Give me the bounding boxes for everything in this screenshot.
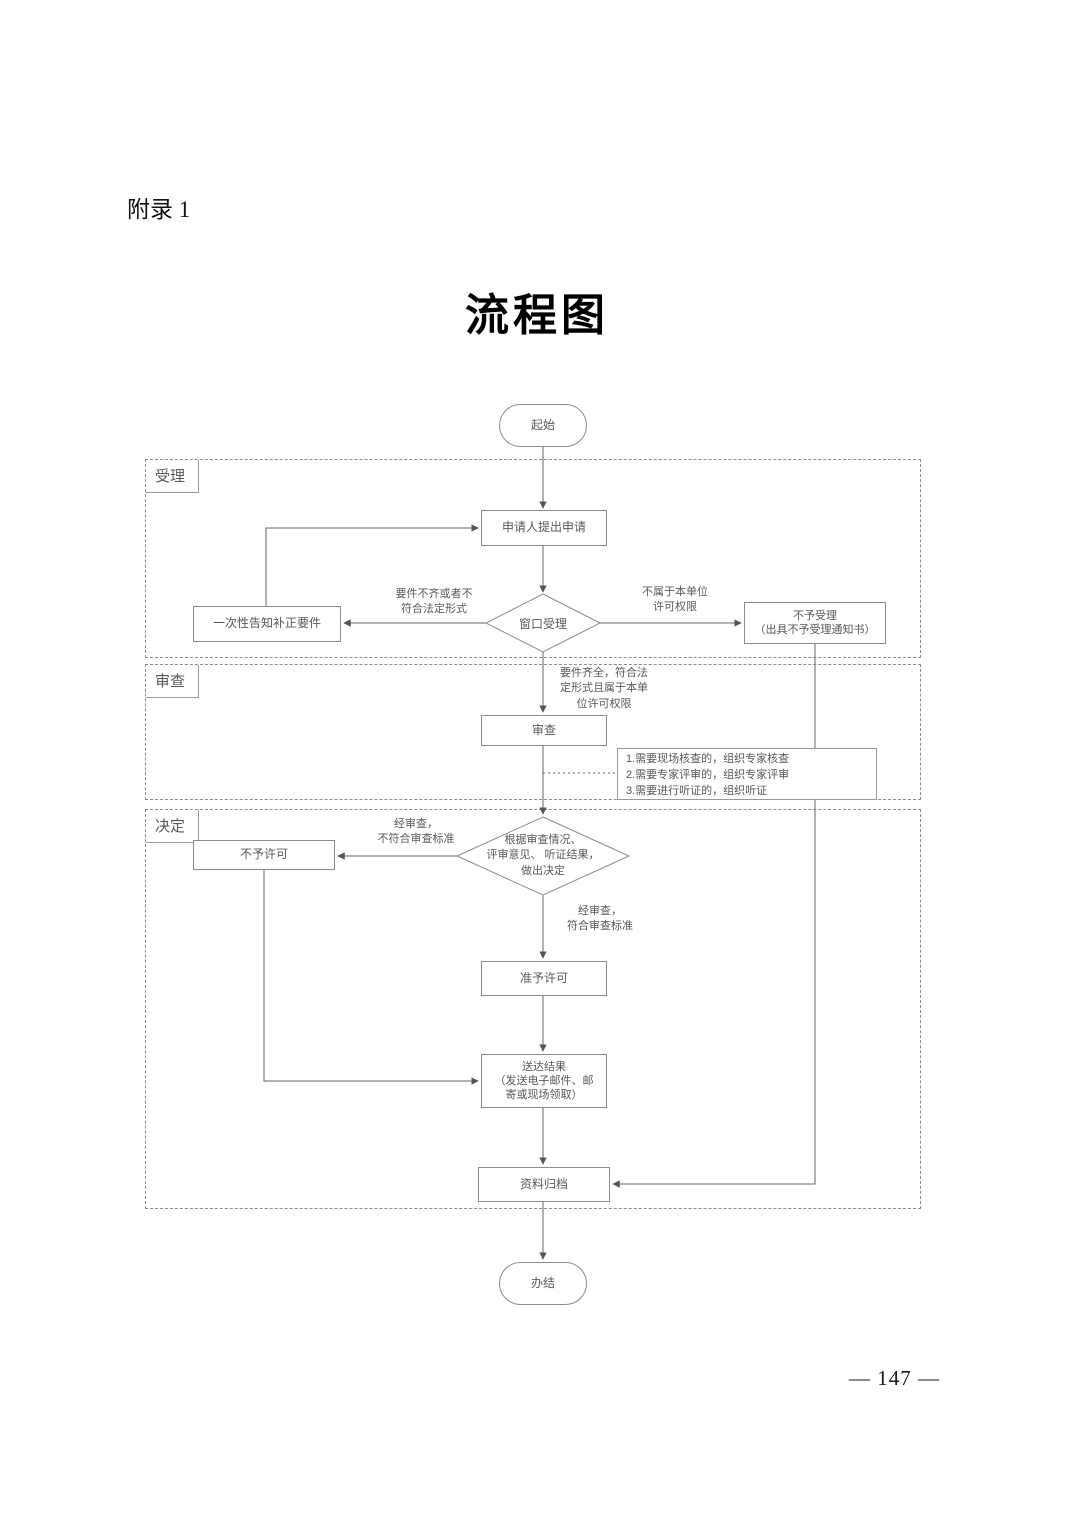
- edge-label-complete: 要件齐全，符合法 定形式且属于本单 位许可权限: [560, 667, 648, 710]
- deliver-node: 送达结果 （发送电子邮件、邮 寄或现场领取）: [481, 1054, 607, 1108]
- apply-node: 申请人提出申请: [481, 510, 607, 546]
- end-node: 办结: [499, 1262, 587, 1305]
- section-decide-label: 决定: [146, 810, 200, 843]
- section-decide: 决定: [145, 809, 921, 1209]
- edge-label-fail: 经审查， 不符合审查标准: [377, 818, 455, 846]
- appendix-label: 附录 1: [127, 197, 191, 222]
- section-review: 审查: [145, 664, 921, 800]
- deny-node: 不予许可: [193, 840, 335, 870]
- notify-node: 一次性告知补正要件: [193, 606, 341, 642]
- reject-node: 不予受理 （出具不予受理通知书）: [744, 602, 886, 644]
- review-note-box: 1.需要现场核查的，组织专家核查 2.需要专家评审的，组织专家评审 3.需要进行…: [617, 748, 877, 800]
- edge-label-incomplete: 要件不齐或者不 符合法定形式: [395, 588, 473, 616]
- decision-diamond-label: 根据审查情况、 评审意见、 听证结果， 做出决定: [486, 833, 600, 877]
- section-accept: 受理: [145, 459, 921, 658]
- edge-label-pass: 经审查， 符合审查标准: [567, 905, 633, 933]
- window-diamond-label: 窗口受理: [518, 616, 567, 631]
- review-node: 审查: [481, 715, 607, 746]
- start-node: 起始: [499, 404, 587, 447]
- page-number: — 147 —: [849, 1366, 940, 1390]
- edge-label-no-authority: 不属于本单位 许可权限: [642, 586, 708, 614]
- grant-node: 准予许可: [481, 961, 607, 996]
- section-review-label: 审查: [146, 665, 200, 698]
- archive-node: 资料归档: [478, 1167, 610, 1202]
- section-accept-label: 受理: [146, 460, 200, 493]
- page-title: 流程图: [465, 291, 609, 340]
